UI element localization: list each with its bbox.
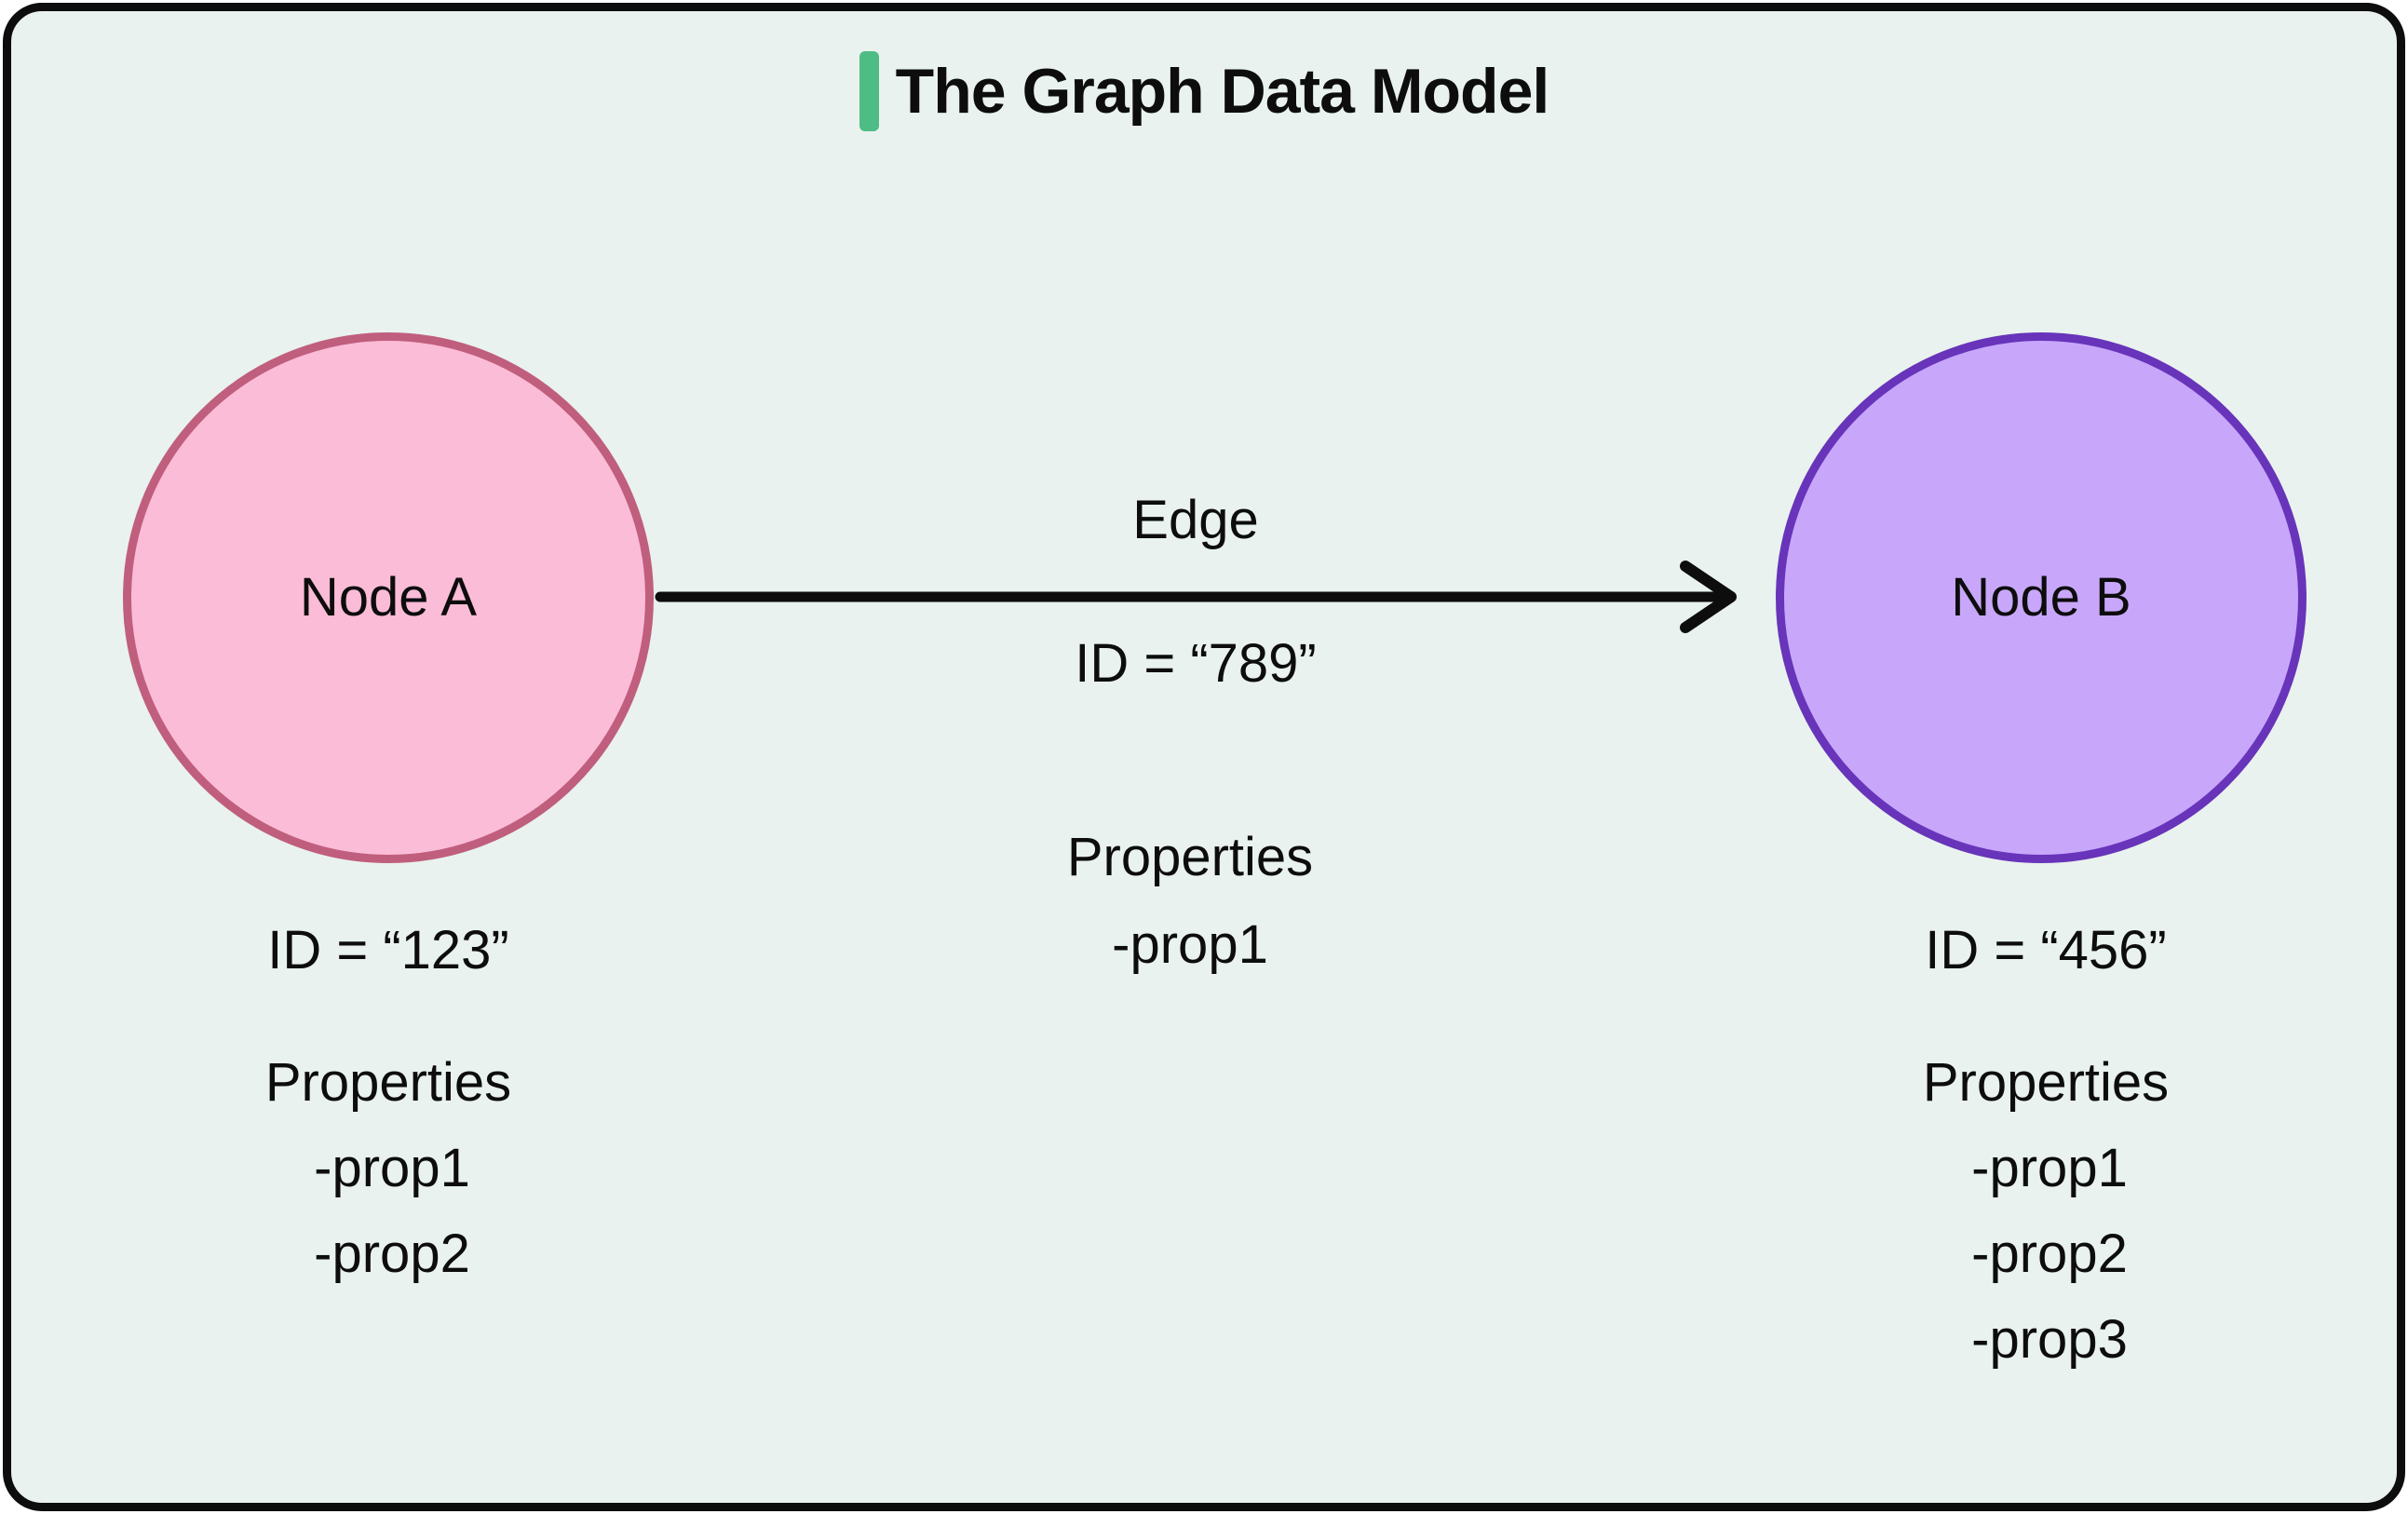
node-a-property-item: -prop1 <box>314 1138 470 1198</box>
edge-arrow-head <box>1680 561 1737 633</box>
page-title: The Graph Data Model <box>895 56 1550 127</box>
node-a-label: Node A <box>299 567 478 628</box>
node-a-id-text: ID = “123” <box>267 920 509 980</box>
node-b-properties-heading: Properties <box>1922 1052 2170 1113</box>
node-b-property-item: -prop2 <box>1971 1223 2128 1284</box>
node-b-property-item: -prop1 <box>1971 1138 2128 1198</box>
edge-label: Edge <box>1132 490 1259 550</box>
edge-properties-heading: Properties <box>1066 827 1314 887</box>
node-a-properties-heading: Properties <box>264 1052 512 1113</box>
node-a-property-item: -prop2 <box>314 1223 470 1284</box>
figure-card: The Graph Data Model Node A Node B Edge … <box>3 3 2405 1511</box>
title-accent-bar <box>859 51 879 131</box>
title-row: The Graph Data Model <box>11 45 2397 138</box>
node-b-id-text: ID = “456” <box>1925 920 2167 980</box>
edge-id-text: ID = “789” <box>1075 633 1317 694</box>
node-b-label: Node B <box>1951 567 2131 628</box>
node-b-property-item: -prop3 <box>1971 1309 2128 1370</box>
node-a-circle: Node A <box>123 332 654 863</box>
node-b-circle: Node B <box>1776 332 2307 863</box>
edge-property-item: -prop1 <box>1112 914 1268 975</box>
